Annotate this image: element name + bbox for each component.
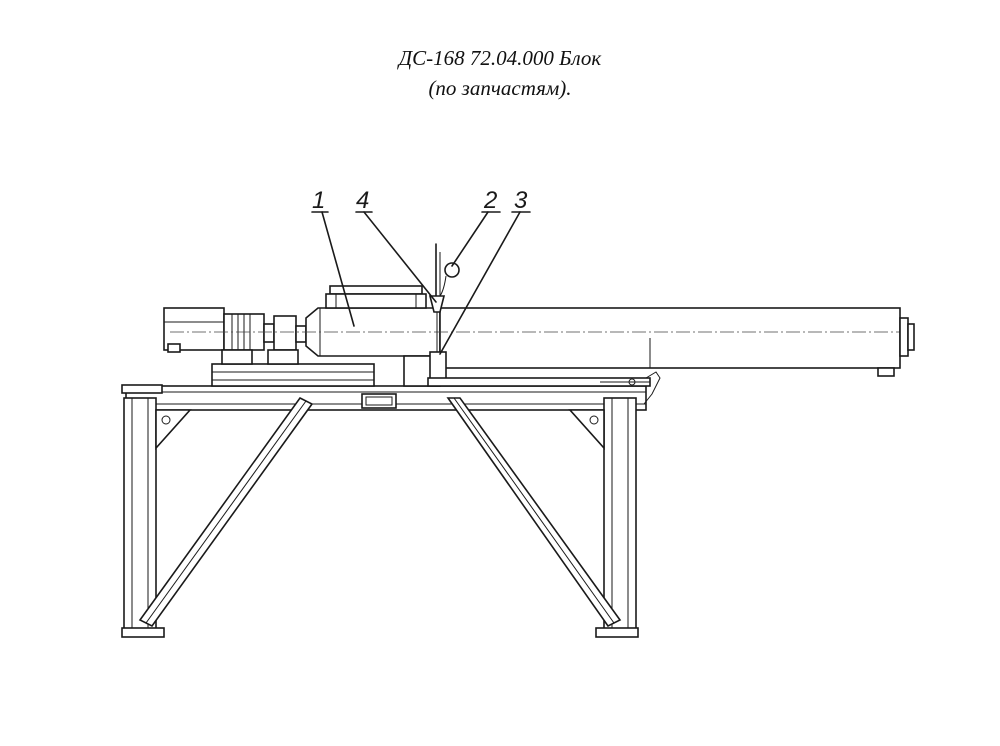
- right-diagonal-brace: [446, 397, 622, 628]
- left-gusset: [155, 409, 192, 451]
- callout-4: 4: [355, 187, 437, 303]
- barrel-support-foot: [877, 367, 895, 377]
- coupling: [273, 315, 297, 351]
- drive-base: [211, 363, 375, 387]
- callout-label-3: 3: [514, 187, 528, 214]
- callout-3: 3: [439, 187, 531, 355]
- pressure-gauge: [444, 262, 460, 278]
- barrel-end-cap: [899, 317, 909, 357]
- frame-left-cap: [121, 384, 163, 394]
- callout-label-1: 1: [312, 187, 325, 214]
- nameplate: [361, 393, 397, 409]
- drawing-title: ДС-168 72.04.000 Блок: [398, 46, 602, 70]
- drive-base-plate: [211, 363, 375, 387]
- right-foot-plate: [595, 627, 639, 638]
- right-gusset: [568, 409, 605, 451]
- barrel: [170, 307, 915, 377]
- callout-label-2: 2: [483, 187, 497, 214]
- electric-motor: [163, 307, 307, 365]
- drawing-subtitle: (по запчастям).: [428, 76, 572, 100]
- barrel-tube: [439, 307, 901, 369]
- right-leg: [603, 397, 637, 631]
- motor-body: [163, 307, 225, 351]
- callout-1: 1: [311, 187, 355, 327]
- bottom-rail-assembly: [427, 351, 661, 405]
- callout-label-4: 4: [356, 187, 369, 214]
- hopper: [325, 293, 427, 309]
- bracket-post: [429, 351, 447, 381]
- gauge-assembly: [428, 243, 460, 356]
- latch-lever: [643, 371, 661, 405]
- callout-2: 2: [451, 187, 501, 267]
- support-frame: [121, 384, 647, 638]
- left-foot-plate: [121, 627, 165, 638]
- left-leg: [123, 397, 157, 631]
